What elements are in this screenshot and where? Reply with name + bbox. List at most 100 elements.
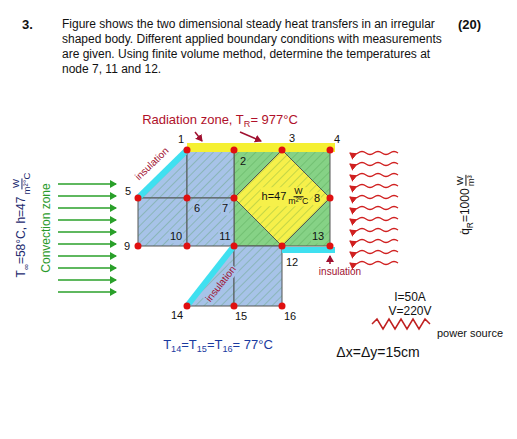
node-number-group: 12	[286, 256, 298, 269]
radiation-bar	[187, 143, 335, 152]
fraction: Wm³	[455, 175, 476, 186]
heat-generation-label-numerator: W	[455, 175, 466, 186]
grid-spacing-label: Δx=Δy=15cm	[336, 344, 419, 360]
fixed-temperature-label: 15	[197, 344, 207, 354]
leader-arrow	[195, 132, 202, 141]
node-number: 7	[222, 202, 228, 214]
heat-generation-arrow	[350, 196, 398, 199]
convection-arrow	[58, 207, 116, 209]
heat-generation-arrow	[350, 174, 398, 177]
voltage-label: V=220V	[388, 304, 431, 318]
node-number: 9	[124, 240, 130, 252]
node-number: 12	[286, 256, 298, 268]
heat-generation-arrow	[350, 262, 398, 265]
fixed-temperature-label: T	[163, 337, 171, 352]
convection-arrow	[58, 195, 116, 197]
node-number: 16	[284, 310, 296, 322]
marks: (20)	[458, 17, 481, 32]
node-number: 11	[219, 230, 230, 242]
question-number: 3.	[22, 17, 33, 32]
convection-arrow	[58, 279, 116, 281]
node-number: 5	[125, 185, 131, 197]
convection-zone-label: Convection zone	[39, 183, 53, 272]
node-number: 2	[240, 155, 246, 167]
insulation-label-group: insulation	[319, 266, 361, 278]
current-label-group: I=50A	[394, 290, 426, 304]
cells	[138, 150, 330, 306]
heat-generation-arrow	[350, 163, 398, 166]
convection-arrow	[58, 231, 116, 233]
node-number-group: 16	[284, 310, 296, 323]
node-number-group: 10	[169, 230, 183, 243]
node-number-group: 7	[221, 202, 229, 215]
insulation-strip	[282, 247, 335, 253]
convection-arrow	[58, 291, 116, 293]
fixed-temperature-label: 14	[171, 344, 181, 354]
node-number: 3	[289, 132, 295, 144]
question-number-group: 3.	[22, 17, 33, 33]
convection-coefficient-group: h=47Wm²°C	[261, 187, 310, 206]
heat-generation-label-denominator: m³	[467, 175, 477, 186]
node-number-group: 13	[311, 230, 325, 243]
node-number-group: 3	[289, 132, 295, 145]
fixed-temperature-label: =T	[207, 337, 223, 352]
heat-generation-label-group: q̇R=1000Wm³	[455, 175, 476, 235]
convection-condition: T	[14, 270, 28, 277]
marks-group: (20)	[458, 17, 481, 33]
voltage-label-group: V=220V	[388, 304, 431, 318]
node-number-group: 6	[193, 202, 201, 215]
insulation-label-group: insulation	[203, 263, 240, 305]
heat-generation-arrow	[350, 152, 398, 155]
convection-condition: =58°C, h=47	[14, 197, 28, 265]
node-number-group: 5	[125, 185, 131, 198]
radiation-label: Radiation zone, T	[142, 112, 244, 127]
node-number-group: 11	[218, 230, 231, 243]
node-number-group: 9	[124, 240, 130, 253]
heat-generation-arrow	[350, 240, 398, 243]
insulation-label: insulation	[319, 266, 361, 277]
fraction: Wm²°C	[11, 173, 32, 195]
radiation-label-group: Radiation zone, TR= 977°C	[142, 112, 298, 131]
leader-arrow	[240, 132, 261, 141]
radiation-label: R	[244, 119, 251, 129]
convection-coefficient: h=47	[262, 190, 287, 202]
node-number: 15	[235, 310, 247, 322]
node-number-group: 1	[178, 133, 184, 146]
heat-generation-arrow	[350, 218, 398, 221]
power-source-symbol	[372, 319, 430, 329]
node-number: 10	[170, 230, 182, 242]
question-text: Figure shows the two dimensional steady …	[62, 17, 442, 76]
radiation-label: = 977°C	[250, 112, 297, 127]
node-number-group: 15	[235, 310, 247, 323]
heat-generation-arrow	[350, 251, 398, 254]
power-source-label-group: power source	[437, 327, 503, 340]
node-number: 1	[178, 133, 184, 145]
node-dots	[135, 147, 334, 310]
fixed-temperature-label: =T	[181, 337, 197, 352]
convection-condition-denominator: m²°C	[23, 173, 33, 195]
convection-arrow	[58, 255, 116, 257]
convection-arrow	[58, 219, 116, 221]
convection-arrow	[58, 243, 116, 245]
node-number: 14	[171, 309, 183, 321]
current-label: I=50A	[394, 290, 426, 304]
convection-condition-group: T∞=58°C, h=47 Wm²°C	[11, 173, 32, 278]
node-number-group: 4	[334, 133, 340, 146]
fixed-temperature-label-group: T14=T15=T16= 77°C	[163, 337, 273, 356]
fixed-temperature-label: 16	[222, 344, 232, 354]
convection-coefficient-numerator: W	[293, 187, 303, 197]
hatching	[138, 150, 330, 306]
node-number-group: 8	[313, 192, 321, 205]
insulation-label: insulation	[133, 145, 171, 182]
convection-zone-label-group: Convection zone	[39, 183, 53, 272]
convection-condition: ∞	[21, 264, 31, 270]
insulation-label-group: insulation	[133, 145, 172, 183]
node-number-group: 2	[239, 155, 247, 168]
fixed-temperature-label: = 77°C	[233, 337, 273, 352]
heat-generation-label: q̇	[458, 228, 472, 235]
convection-condition-numerator: W	[11, 178, 22, 189]
heat-generation-label: R	[465, 222, 475, 228]
node-number: 8	[314, 192, 320, 204]
